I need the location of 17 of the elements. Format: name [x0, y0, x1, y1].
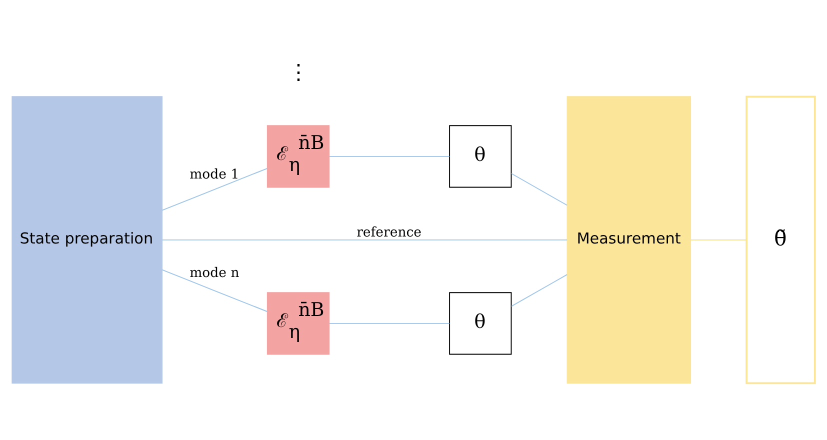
- edge-label: mode n: [190, 266, 240, 282]
- node-box: θ: [449, 292, 512, 355]
- connector: [162, 269, 268, 312]
- node-box: θ̃: [746, 96, 816, 384]
- connector: [510, 173, 568, 206]
- edge-label: reference: [356, 225, 422, 240]
- label: ⋮: [288, 60, 309, 84]
- connector: [162, 239, 568, 240]
- node-box: θ: [449, 125, 512, 188]
- connector: [328, 156, 450, 157]
- connector: [162, 168, 268, 211]
- connector: [328, 322, 450, 324]
- node-box: State preparation: [12, 96, 163, 384]
- edge-label: mode 1: [190, 167, 240, 182]
- connector: [510, 274, 568, 307]
- connector: [690, 239, 747, 240]
- node-box: Measurement: [566, 96, 692, 384]
